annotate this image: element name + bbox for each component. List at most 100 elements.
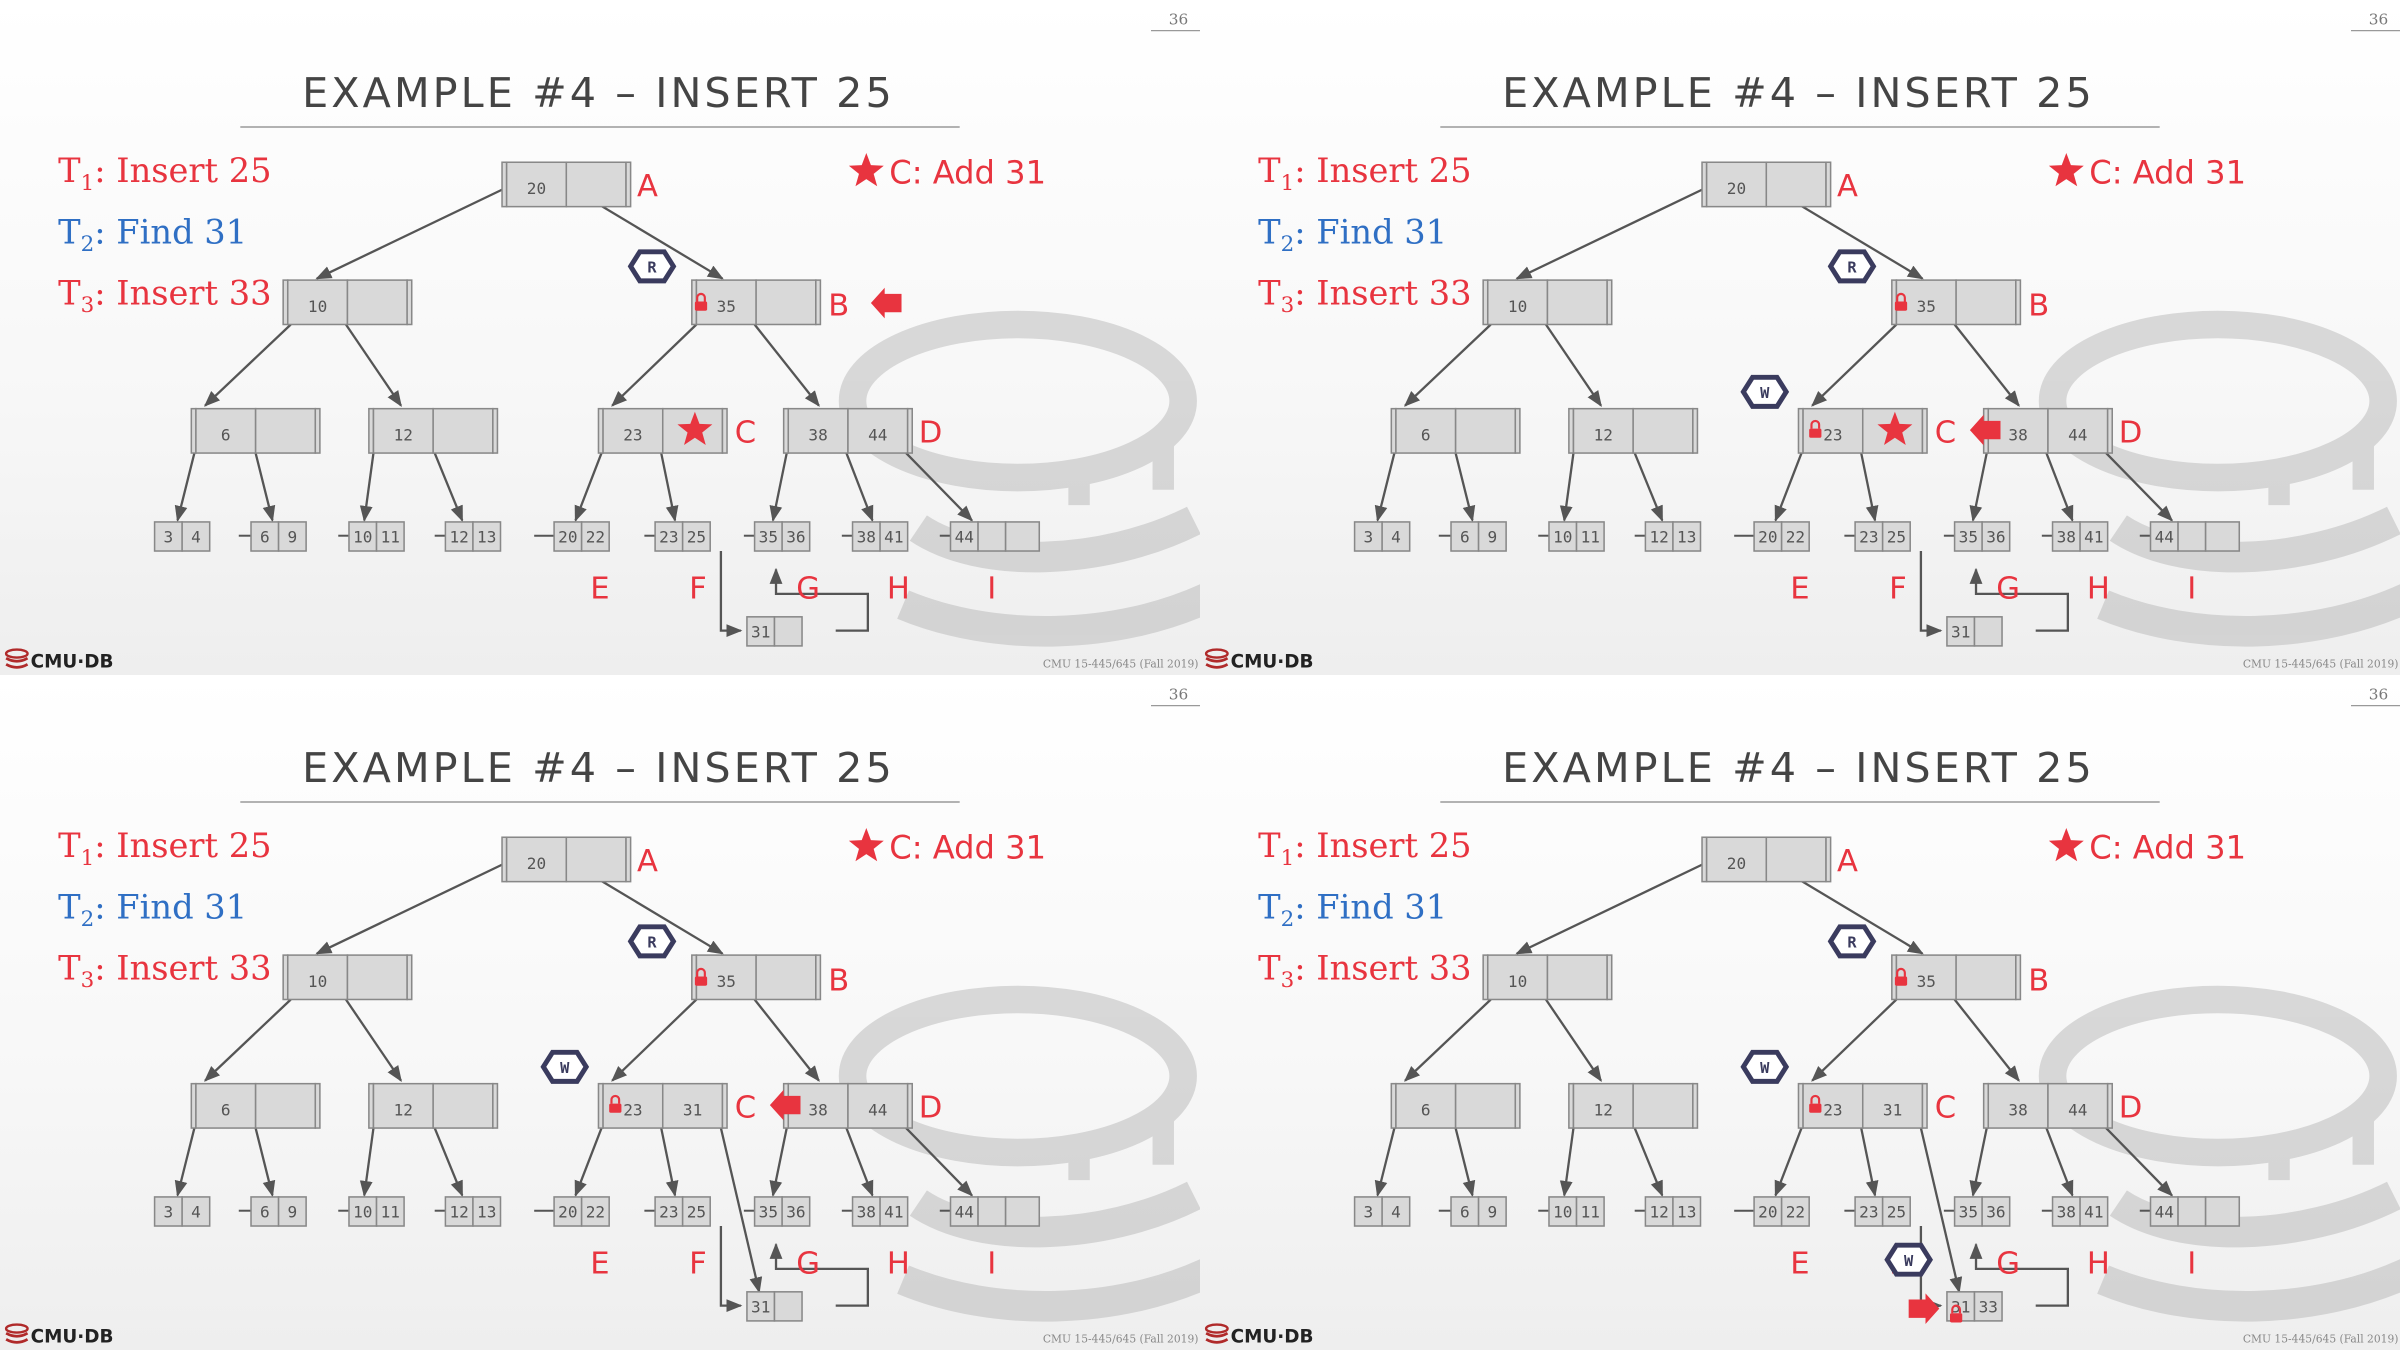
node-b: 35 [691,279,822,326]
database-watermark-icon [838,310,1200,647]
leaf-slot [375,521,405,552]
edge-c-l [574,452,603,522]
node-edge [1825,836,1832,883]
leaf-label-g: G [796,571,820,606]
annotation-star-icon [2048,828,2084,862]
page-number: 36 [1169,685,1188,703]
node-key: 6 [221,426,231,445]
node-c: 23 [597,407,728,454]
leaf-label-g: G [1996,571,2020,606]
leaf-slot [1881,521,1911,552]
database-watermark-icon [2038,310,2400,647]
node-slot [432,407,494,454]
leaf-key: 9 [288,1203,298,1222]
leaf-key: 33 [1979,1297,1998,1316]
edge-12-l [359,1127,375,1197]
leaf-slot [781,1196,811,1227]
leaf-label-e: E [1790,571,1809,606]
leaf-slot [1854,1196,1884,1227]
leaf-slot [773,1291,803,1322]
leaf-key: 10 [353,1203,372,1222]
node-edge [1921,407,1928,454]
leaf-slot [2149,521,2179,552]
leaf-key: 3 [164,1203,174,1222]
edge-10-12 [344,323,402,407]
leaf-label-e: E [590,1246,609,1281]
latch-r-badge: R [627,924,677,959]
leaf-key: 23 [1859,528,1878,547]
leaf-slot [1450,521,1480,552]
node-label-a: A [637,844,658,879]
node-label-d: D [2119,415,2143,450]
leaf-key: 12 [1650,1203,1669,1222]
node-label-c: C [735,1090,756,1125]
leaf-key: 35 [1959,528,1978,547]
leaf-key: 10 [1553,528,1572,547]
leaf-key: 20 [558,1203,577,1222]
leaf-slot [375,1196,405,1227]
page-number: 36 [2369,10,2388,28]
node-slot [1705,161,1768,208]
leaf-key: 11 [381,528,400,547]
node-label-c: C [1935,1090,1956,1125]
slide-title: EXAMPLE #4 – INSERT 25 [1502,69,2095,117]
node-key: 6 [1421,1101,1431,1120]
edge-6-r [254,1127,276,1197]
leaf-label-h: H [2087,1246,2110,1281]
node-label-d: D [919,415,943,450]
leaf-key: 35 [759,1203,778,1222]
latch-r-badge: R [1827,249,1877,284]
node-slot [432,1082,494,1129]
position-arrow-icon [769,1089,801,1121]
edge-d-r [2105,452,2174,522]
leaf-key: 44 [2155,1203,2174,1222]
page-number: 36 [1169,10,1188,28]
leaf-key: 9 [288,528,298,547]
lock-icon [1894,292,1908,311]
transaction-t3: T3: Insert 33 [58,949,271,994]
leaf-key: 10 [1553,1203,1572,1222]
node-slot [1765,836,1827,883]
leaf-slot [277,1196,307,1227]
transaction-t1: T1: Insert 25 [58,151,271,196]
edge-d-m [845,452,874,522]
lock-icon [1949,1304,1963,1323]
edge-d-m [845,1127,874,1197]
node-6: 6 [190,407,321,454]
node-edge [1825,161,1832,208]
footer-logo-text: CMU·DB [31,1326,114,1347]
node-10: 10 [282,279,413,326]
slide-title: EXAMPLE #4 – INSERT 25 [302,744,895,792]
node-a: 20 [1701,836,1832,883]
leaf-slot [1672,521,1702,552]
leaf-8: 44 [2149,1196,2207,1227]
edge-c-r [660,452,679,522]
transaction-t1: T1: Insert 25 [1258,826,1471,871]
leaf-key: 25 [687,1203,706,1222]
leaf-key: 6 [1460,1203,1470,1222]
leaf-slot [1381,1196,1411,1227]
leaf-slot [654,1196,684,1227]
edge-10-6 [1403,998,1492,1082]
leaf-key: 11 [1581,528,1600,547]
leaf-slot [773,616,803,647]
leaf-slot [781,521,811,552]
latch-hexagon [1884,1242,1933,1277]
leaf-slot [977,521,1007,552]
footer-course: CMU 15-445/645 (Fall 2019) [1043,1332,1199,1345]
leaf-key: 22 [586,528,605,547]
leaf-key: 36 [1986,1203,2005,1222]
leaf-key: 4 [191,528,201,547]
leaf-slot [1953,1196,1983,1227]
annotation-text: C: Add 31 [2089,829,2246,867]
node-label-b: B [2028,288,2049,323]
node-b: 35 [1891,954,2022,1001]
edge-c-l [574,1127,603,1197]
